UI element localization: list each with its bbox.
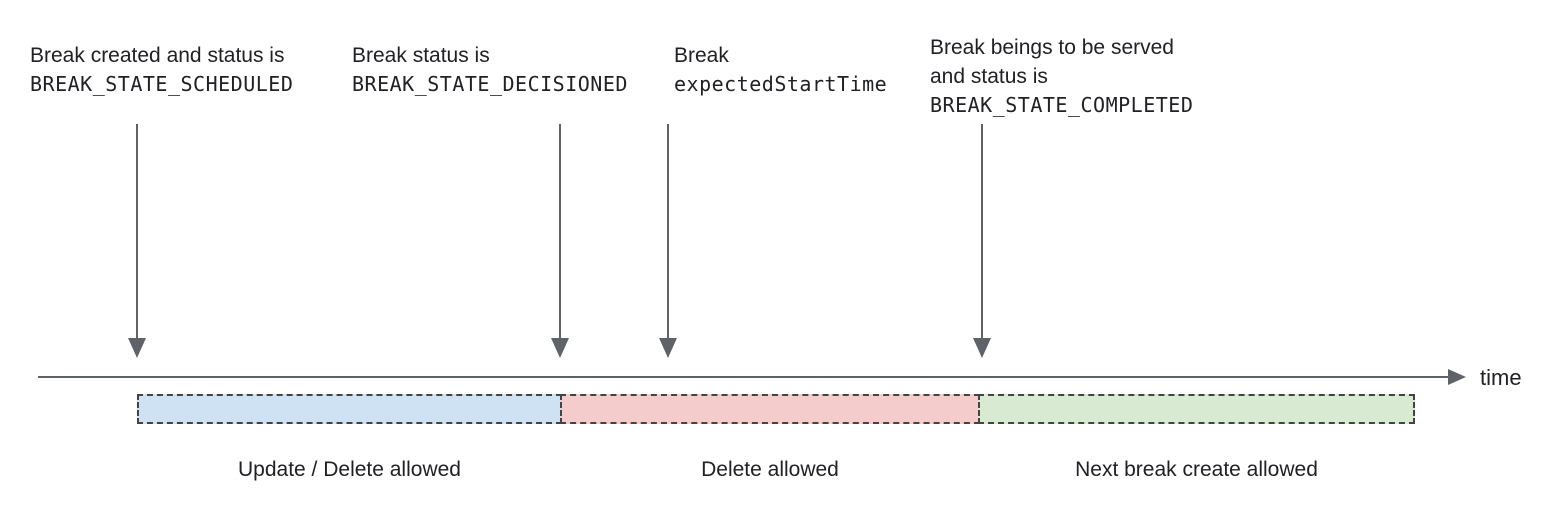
segment-label: Delete allowed <box>701 458 839 481</box>
segment-next-break-create-allowed <box>978 394 1415 424</box>
annotation-state-code: BREAK_STATE_SCHEDULED <box>30 72 294 96</box>
event-arrow-expected-start-time <box>659 124 677 358</box>
down-arrowhead-icon <box>973 338 991 358</box>
annotation-state-code: BREAK_STATE_DECISIONED <box>352 72 628 96</box>
arrow-shaft <box>667 124 669 342</box>
event-arrow-break-created <box>128 124 146 358</box>
segment-label: Next break create allowed <box>1075 458 1318 481</box>
annotation-expected-start-time: Break expectedStartTime <box>674 41 887 99</box>
segment-label: Update / Delete allowed <box>238 458 461 481</box>
event-arrow-break-completed <box>973 124 991 358</box>
arrow-shaft <box>559 124 561 342</box>
time-axis-label: time <box>1480 365 1522 390</box>
segment-update-delete-allowed <box>137 394 562 424</box>
arrow-shaft <box>136 124 138 342</box>
segment-delete-allowed <box>560 394 980 424</box>
annotation-break-completed: Break beings to be served and status is … <box>930 33 1193 120</box>
event-arrow-break-decisioned <box>551 124 569 358</box>
annotation-state-code: BREAK_STATE_COMPLETED <box>930 93 1194 117</box>
down-arrowhead-icon <box>659 338 677 358</box>
annotation-text: Break <box>674 44 729 67</box>
time-axis-line <box>38 376 1450 378</box>
annotation-text: Break status is <box>352 44 490 67</box>
annotation-field-code: expectedStartTime <box>674 72 888 96</box>
annotation-text: and status is <box>930 65 1048 88</box>
down-arrowhead-icon <box>128 338 146 358</box>
right-arrowhead-icon <box>1448 369 1466 385</box>
annotation-text: Break beings to be served <box>930 36 1174 59</box>
annotation-break-decisioned: Break status is BREAK_STATE_DECISIONED <box>352 41 628 99</box>
annotation-text: Break created and status is <box>30 44 285 67</box>
annotation-break-scheduled: Break created and status is BREAK_STATE_… <box>30 41 293 99</box>
arrow-shaft <box>981 124 983 342</box>
down-arrowhead-icon <box>551 338 569 358</box>
